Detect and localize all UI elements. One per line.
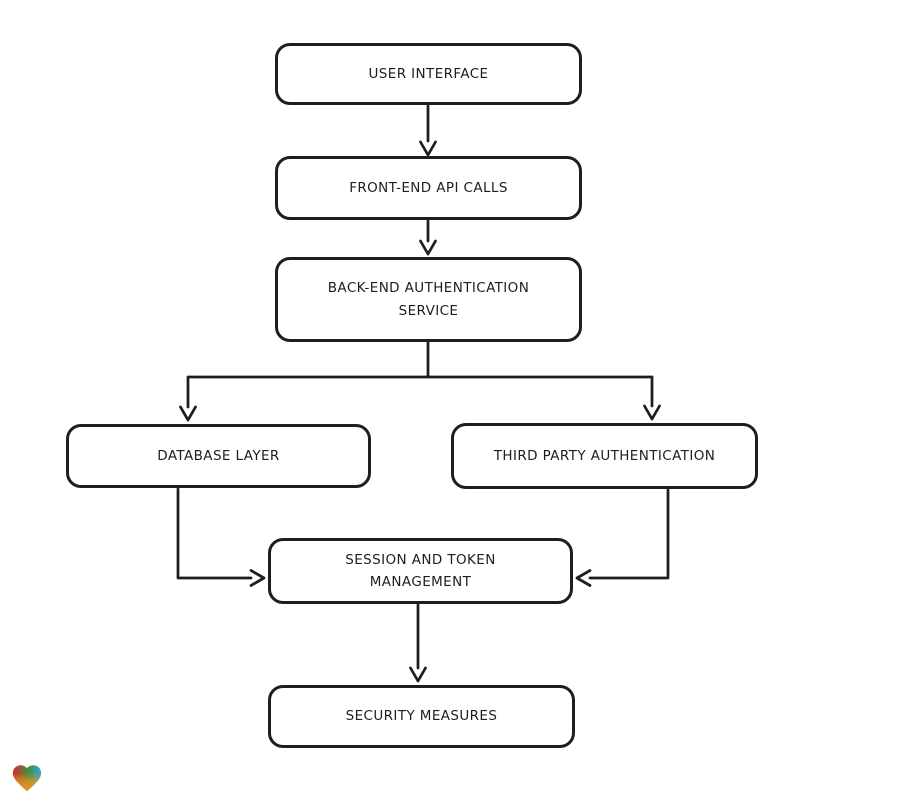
edge-user-interface-to-frontend-api <box>419 104 437 157</box>
edge-stem <box>186 340 654 409</box>
node-label-line: THIRD PARTY AUTHENTICATION <box>493 447 716 464</box>
node-user-interface[interactable]: USER INTERFACE <box>275 43 582 105</box>
edge-stem <box>588 488 670 580</box>
node-label-line: FRONT-END API CALLS <box>349 179 508 196</box>
arrowhead <box>643 404 661 421</box>
arrowhead <box>419 239 437 256</box>
node-security-measures[interactable]: SECURITY MEASURES <box>268 685 575 748</box>
node-back-end-authentication-service[interactable]: BACK-END AUTHENTICATION SERVICE <box>275 257 582 342</box>
node-label-line: USER INTERFACE <box>368 65 489 82</box>
edge-backend-auth-to-database-layer <box>179 340 654 422</box>
edge-stem <box>176 487 253 580</box>
node-label-line: BACK-END AUTHENTICATION <box>327 280 530 297</box>
arrowhead <box>409 666 427 683</box>
node-label-line: DATABASE LAYER <box>157 447 280 464</box>
node-label-line: SERVICE <box>398 302 459 319</box>
arrowhead <box>249 569 266 587</box>
edge-session-token-to-security-measures <box>409 603 427 683</box>
heart-gradient-logo-icon[interactable] <box>10 761 44 795</box>
node-label-line: SESSION AND TOKEN <box>345 551 496 568</box>
arrowhead <box>575 569 592 587</box>
edge-third-party-auth-to-session-token <box>575 488 670 587</box>
edge-frontend-api-to-backend-auth <box>419 219 437 256</box>
arrowhead <box>419 140 437 157</box>
node-label-line: SECURITY MEASURES <box>345 708 498 725</box>
node-third-party-authentication[interactable]: THIRD PARTY AUTHENTICATION <box>451 423 758 489</box>
node-front-end-api-calls[interactable]: FRONT-END API CALLS <box>275 156 582 220</box>
edge-backend-auth-to-third-party-auth <box>643 375 661 421</box>
arrowhead <box>179 405 197 422</box>
edge-database-layer-to-session-token <box>176 487 266 587</box>
node-session-and-token-management[interactable]: SESSION AND TOKEN MANAGEMENT <box>268 538 573 604</box>
node-database-layer[interactable]: DATABASE LAYER <box>66 424 371 488</box>
node-label-line: MANAGEMENT <box>369 574 472 590</box>
